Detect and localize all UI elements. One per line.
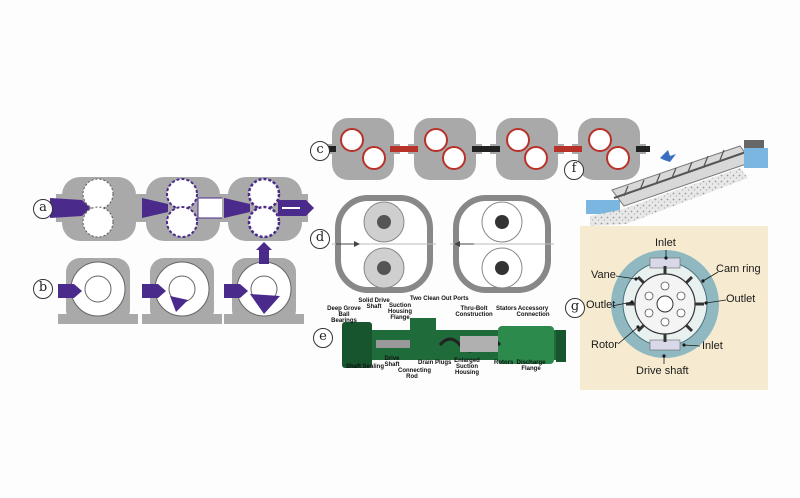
label-rotors: Rotors (494, 360, 514, 366)
panel-label-f: f (564, 160, 584, 180)
label-deep-grove-ball-bearings: Deep Grove Ball Bearings (327, 306, 361, 324)
panel-label-g: g (565, 298, 585, 318)
internal-gear-stage-3 (224, 242, 304, 324)
label-thru-bolt-construction: Thru-Bolt Construction (455, 306, 493, 318)
label-enlarged-suction-housing: Enlarged Suction Housing (454, 358, 480, 376)
label-discharge-flange: Discharge Flange (516, 360, 546, 372)
label-drain-plugs: Drain Plugs (418, 360, 452, 366)
twin-rotor-pump-left (332, 195, 436, 293)
internal-gear-stage-1 (58, 258, 138, 324)
panel-label-e: e (313, 328, 333, 348)
panel-label-c: c (310, 141, 330, 161)
label-rotor: Rotor (591, 339, 618, 351)
label-vane: Vane (591, 269, 616, 281)
label-stators: Stators (496, 306, 517, 312)
label-outlet-left: Outlet (586, 299, 616, 311)
label-outlet-right: Outlet (726, 293, 756, 305)
label-connecting-rod: Connecting Rod (398, 368, 431, 380)
twin-rotor-pump-right (450, 195, 554, 293)
panel-label-d: d (310, 229, 330, 249)
label-inlet-top: Inlet (655, 237, 676, 249)
panel-label-b: b (33, 279, 53, 299)
label-inlet-bottom: Inlet (702, 340, 723, 352)
panel-label-a: a (33, 199, 53, 219)
gear-pump-stage-3 (222, 177, 314, 241)
gear-pump-stage-2 (140, 177, 226, 241)
gear-pump-stage-1 (40, 177, 142, 241)
label-cam-ring: Cam ring (716, 263, 761, 275)
label-suction-housing-flange: Suction Housing Flange (388, 303, 412, 321)
archimedes-screw (586, 140, 768, 226)
label-accessory-connection: Accessory Connection (516, 306, 550, 318)
vane-pump (611, 250, 727, 364)
internal-gear-stage-2 (142, 258, 222, 324)
label-two-clean-out-ports: Two Clean Out Ports (410, 296, 469, 302)
screw-pump-body (342, 318, 566, 368)
label-drive-shaft-vane: Drive shaft (636, 365, 689, 377)
label-solid-drive-shaft: Solid Drive Shaft (358, 298, 390, 310)
lobe-pump-row (322, 118, 650, 180)
label-drive-shaft: Drive Shaft (384, 356, 400, 368)
label-shaft-sealing: Shaft Sealing (346, 364, 385, 370)
